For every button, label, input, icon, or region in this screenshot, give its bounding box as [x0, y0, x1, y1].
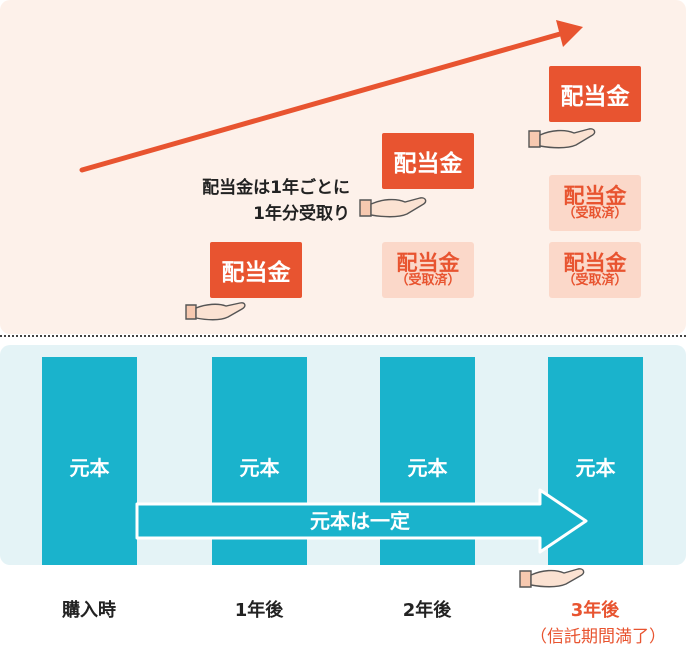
- received-dividend-box: 配当金 （受取済）: [549, 175, 641, 231]
- time-label-purchase: 購入時: [62, 600, 116, 621]
- note-line-2: 1年分受取り: [253, 204, 350, 225]
- received-label: 配当金: [563, 184, 627, 209]
- received-sub: （受取済）: [395, 273, 461, 289]
- open-hand-icon: [359, 197, 427, 218]
- received-dividend-box: 配当金 （受取済）: [549, 242, 641, 298]
- principal-label: 元本: [407, 456, 448, 480]
- time-label-year1: 1年後: [234, 600, 284, 621]
- received-dividend-box: 配当金 （受取済）: [382, 242, 474, 298]
- principal-label: 元本: [69, 456, 110, 480]
- dividend-box-purchase: 配当金: [210, 242, 302, 298]
- received-label: 配当金: [563, 251, 627, 276]
- received-sub: （受取済）: [562, 273, 628, 289]
- time-label-year3: 3年後: [570, 600, 620, 621]
- open-hand-icon: [185, 302, 246, 321]
- dividend-box-year2: 配当金: [549, 66, 641, 122]
- time-label-year2: 2年後: [402, 600, 452, 621]
- open-hand-icon: [519, 568, 585, 588]
- note-line-1: 配当金は1年ごとに: [202, 178, 350, 198]
- principal-bar-purchase: [42, 357, 137, 565]
- principal-label: 元本: [239, 456, 280, 480]
- dividend-box-year1: 配当金: [382, 133, 474, 189]
- section-divider: [0, 335, 686, 337]
- constant-principal-label: 元本は一定: [310, 509, 410, 533]
- received-sub: （受取済）: [562, 206, 628, 222]
- growth-arrow: [79, 20, 583, 173]
- constant-principal-arrow: [135, 488, 588, 554]
- open-hand-icon: [528, 128, 596, 149]
- principal-label: 元本: [575, 456, 616, 480]
- trust-maturity-note: （信託期間満了）: [530, 627, 666, 647]
- dividend-note: 配当金は1年ごとに 1年分受取り: [120, 175, 350, 228]
- received-label: 配当金: [396, 251, 460, 276]
